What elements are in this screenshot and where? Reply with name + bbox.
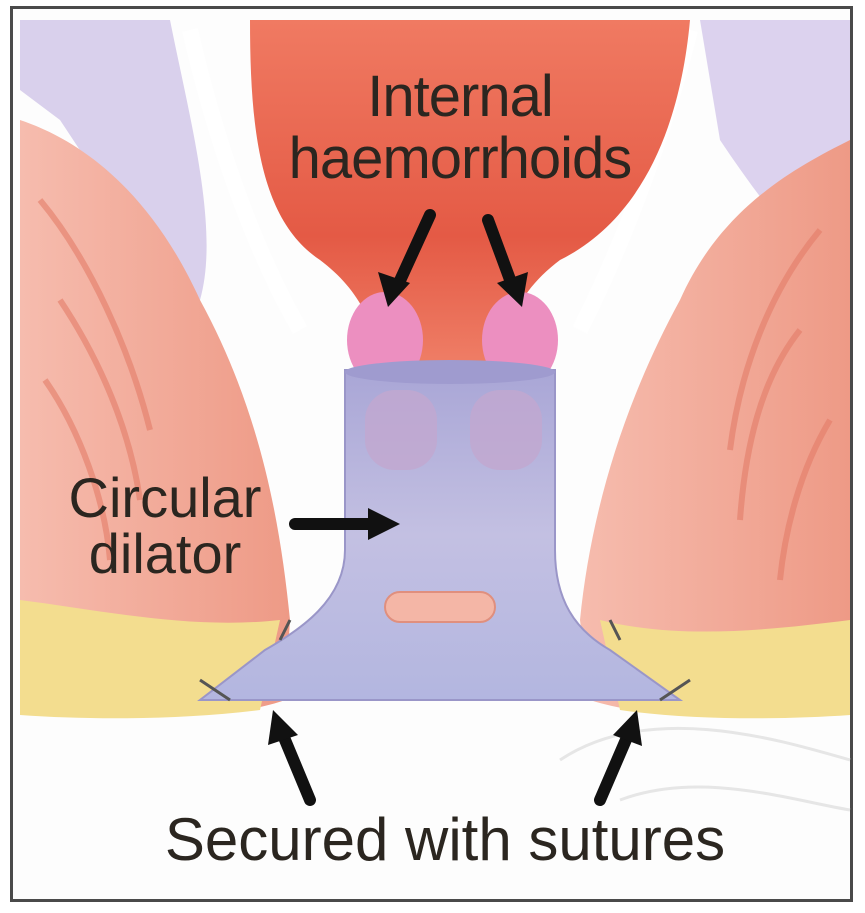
- dilator-label-line2: dilator: [40, 526, 290, 582]
- arrow-to-right-suture: [600, 735, 628, 800]
- arrow-head-left-suture: [268, 710, 298, 745]
- dilator-window-right: [470, 390, 542, 470]
- arrow-to-left-suture: [283, 735, 310, 800]
- circular-dilator-label: Circular dilator: [40, 470, 290, 582]
- secured-with-sutures-label: Secured with sutures: [120, 808, 770, 872]
- dilator-slot: [385, 592, 495, 622]
- dilator-window-left: [365, 390, 437, 470]
- dilator-rim: [345, 360, 555, 384]
- dilator-label-line1: Circular: [40, 470, 290, 526]
- internal-haemorrhoids-label: Internal haemorrhoids: [250, 66, 670, 190]
- internal-label-line2: haemorrhoids: [250, 128, 670, 190]
- internal-label-line1: Internal: [250, 66, 670, 128]
